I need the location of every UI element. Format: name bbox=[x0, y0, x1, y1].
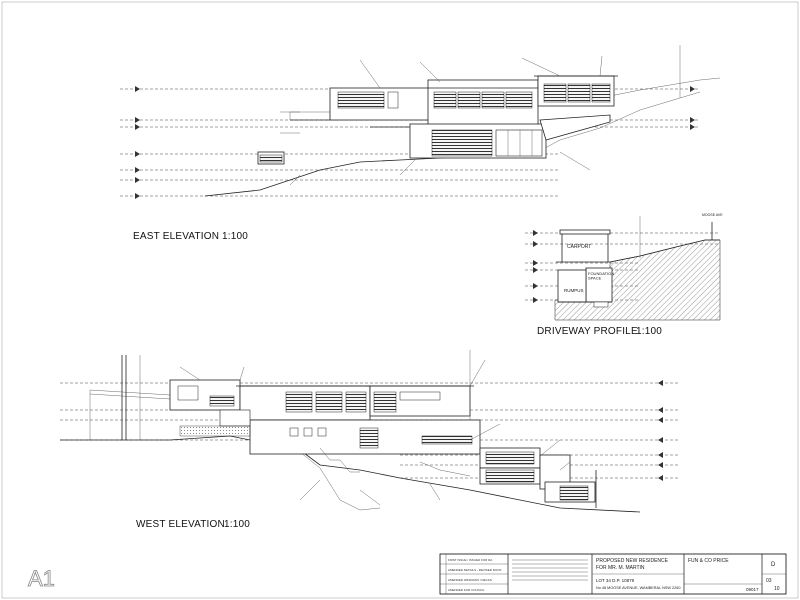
sheet-size-mark: A1 bbox=[28, 566, 55, 591]
firm-name: FUN & CO PRICE bbox=[688, 558, 729, 564]
west-elevation-scale: 1:100 bbox=[224, 519, 250, 530]
driveway-profile-scale: 1:100 bbox=[636, 326, 662, 337]
revision-3: AMENDED WINDOWS / DECKS bbox=[448, 578, 492, 582]
west-elevation bbox=[60, 350, 680, 513]
west-elevation-title: WEST ELEVATION bbox=[136, 519, 225, 530]
east-ground-slope bbox=[544, 91, 701, 149]
job-number: 09017 bbox=[746, 587, 759, 592]
driveway-profile-title: DRIVEWAY PROFILE bbox=[537, 326, 638, 337]
site-address: No 48 MOOSE AVENUE, WAMBERAL NSW 2260 bbox=[596, 586, 680, 590]
revision-letter: D bbox=[771, 562, 776, 568]
sheet-number: 03 bbox=[766, 578, 772, 584]
client-name: FOR MR. M. MARTIN bbox=[596, 565, 645, 571]
title-block: FIRST ISSUE / ISSUED FOR DA AMENDED DETA… bbox=[439, 553, 787, 595]
west-left-block bbox=[169, 379, 241, 411]
east-annotations bbox=[280, 55, 603, 186]
revision-2: AMENDED DETAILS - REVISED ROOF bbox=[448, 568, 502, 572]
east-elevation bbox=[120, 45, 721, 199]
revision-4: AMENDED FOR COUNCIL bbox=[448, 588, 485, 592]
sheet-total: 10 bbox=[774, 586, 780, 592]
west-annotations bbox=[179, 359, 571, 506]
rumpus-label: RUMPUS bbox=[564, 288, 584, 293]
project-title: PROPOSED NEW RESIDENCE bbox=[596, 558, 669, 564]
east-elevation-scale: 1:100 bbox=[222, 231, 248, 242]
east-elevation-title: EAST ELEVATION bbox=[133, 231, 219, 242]
lot-number: LOT 34 D.P. 10879 bbox=[596, 578, 635, 583]
carport-label: CARPORT bbox=[567, 244, 591, 250]
street-label: MOOSE AVE bbox=[702, 213, 723, 217]
revision-1: FIRST ISSUE / ISSUED FOR DA bbox=[448, 558, 492, 562]
